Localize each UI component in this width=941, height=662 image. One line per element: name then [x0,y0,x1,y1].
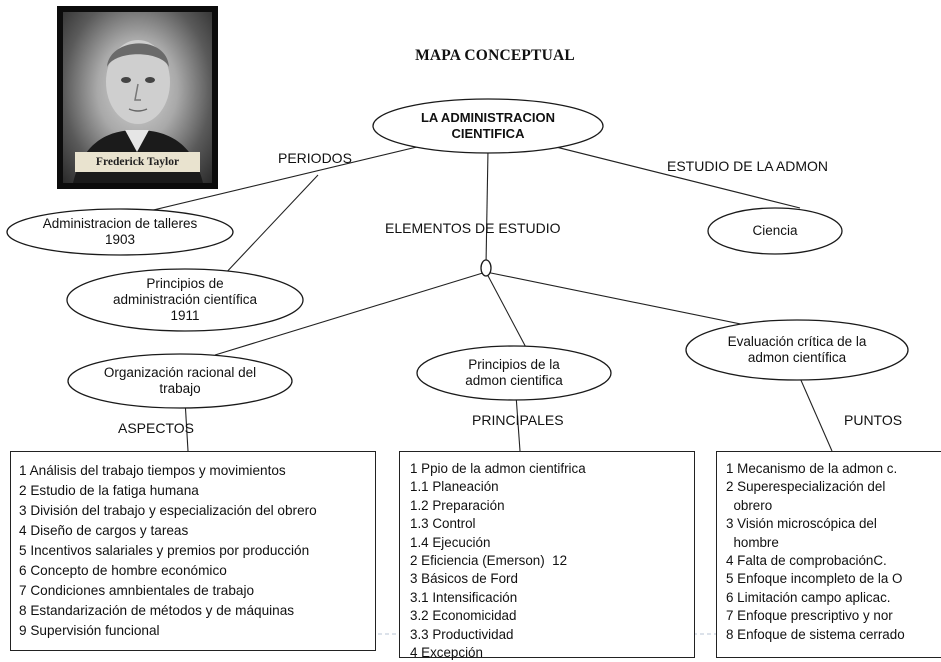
root-label: LA ADMINISTRACION CIENTIFICA [420,110,556,141]
list-item: 2 Estudio de la fatiga humana [19,483,199,498]
principios-admin-node: Principios de administración científica … [67,269,303,331]
edge-label-aspectos: ASPECTOS [118,420,194,436]
list-item: 7 Condiciones amnbientales de trabajo [19,583,255,598]
list-item: 5 Enfoque incompleto de la O [726,571,903,587]
talleres-ellipse [6,208,234,256]
list-item: 2 Superespecialización del [726,479,886,495]
evaluacion-ellipse [685,319,909,381]
list-item: 4 Falta de comprobaciónC. [726,553,887,569]
list-item: 8 Estandarización de métodos y de máquin… [19,603,295,618]
edge-root-elementos [485,149,489,266]
edge-label-elementos: ELEMENTOS DE ESTUDIO [385,220,561,236]
puntos-list: 1 Mecanismo de la admon c. 2 Superespecia… [726,460,941,644]
organizacion-ellipse [67,353,293,409]
edge-label-estudio: ESTUDIO DE LA ADMON [667,158,829,174]
list-item: hombre [726,534,779,550]
list-item: 1.2 Preparación [410,497,505,513]
list-item: 1.4 Ejecución [410,534,491,550]
list-item: 3.1 Intensificación [410,589,518,605]
list-item: 2 Eficiencia (Emerson) 12 [410,553,568,569]
edge-label-periodos: PERIODOS [278,150,352,166]
list-item: 7 Enfoque prescriptivo y nor [726,608,893,624]
list-item: 3 Visión microscópica del [726,516,877,532]
edge-principios-principales [515,394,521,452]
talleres-label: Administracion de talleres 1903 [42,216,198,247]
aspectos-list: 1 Análisis del trabajo tiempos y movimie… [19,461,375,641]
page-title: MAPA CONCEPTUAL [415,47,575,64]
evaluacion-node: Evaluación crítica de la admon científic… [686,320,908,380]
organizacion-label: Organización racional del trabajo [103,365,257,396]
edge-label-principales: PRINCIPALES [472,412,564,428]
list-item: 1.3 Control [410,516,476,532]
root-node: LA ADMINISTRACION CIENTIFICA [373,99,603,153]
edge-hub-organizacion [214,271,487,356]
aspectos-box: 1 Análisis del trabajo tiempos y movimie… [10,451,376,651]
list-item: 3 División del trabajo y especialización… [19,503,317,518]
edge-hub-principios [485,271,531,356]
list-item: 3 Básicos de Ford [410,571,518,587]
list-item: 6 Concepto de hombre económico [19,563,227,578]
edge-evaluacion-puntos [799,377,833,452]
ciencia-node: Ciencia [708,208,842,254]
principios-admon-ellipse [416,345,612,401]
hub-ellipse [480,259,492,277]
ciencia-ellipse [707,207,843,255]
list-item: 1 Ppio de la admon cientifrica [410,461,586,476]
principios-admin-ellipse [66,268,304,332]
list-item: 1 Mecanismo de la admon c. [726,461,898,476]
principios-admon-node: Principios de la admon cientifica [417,346,611,400]
list-item: 4 Excepción [410,645,483,661]
list-item: 8 Enfoque de sistema cerrado [726,626,905,642]
evaluacion-label: Evaluación crítica de la admon científic… [727,334,867,365]
edge-label-puntos: PUNTOS [844,412,903,428]
talleres-node: Administracion de talleres 1903 [7,209,233,255]
root-ellipse [372,98,604,154]
principales-box: 1 Ppio de la admon cientifrica 1.1 Planea… [399,451,695,660]
organizacion-node: Organización racional del trabajo [68,354,292,408]
list-item: obrero [726,497,773,513]
list-item: 5 Incentivos salariales y premios por pr… [19,543,310,558]
edge-hub-evaluacion [485,271,771,331]
portrait-caption: Frederick Taylor [75,152,200,172]
list-item: 9 Supervisión funcional [19,623,160,638]
principios-admon-label: Principios de la admon cientifica [465,357,563,388]
list-item: 3.2 Economicidad [410,608,517,624]
list-item: 4 Diseño de cargos y tareas [19,523,189,538]
list-item: 1 Análisis del trabajo tiempos y movimie… [19,463,286,478]
list-item: 3.3 Productividad [410,626,514,642]
puntos-box: 1 Mecanismo de la admon c. 2 Superespecia… [716,451,941,658]
edge-periodos-principios [221,174,319,278]
principios-admin-label: Principios de administración científica … [112,276,258,323]
frederick-taylor-portrait: Frederick Taylor [57,6,218,189]
list-item: 6 Limitación campo aplicac. [726,589,891,605]
list-item: 1.1 Planeación [410,479,499,495]
ciencia-label: Ciencia [752,223,798,238]
principales-list: 1 Ppio de la admon cientifrica 1.1 Planea… [410,460,694,662]
